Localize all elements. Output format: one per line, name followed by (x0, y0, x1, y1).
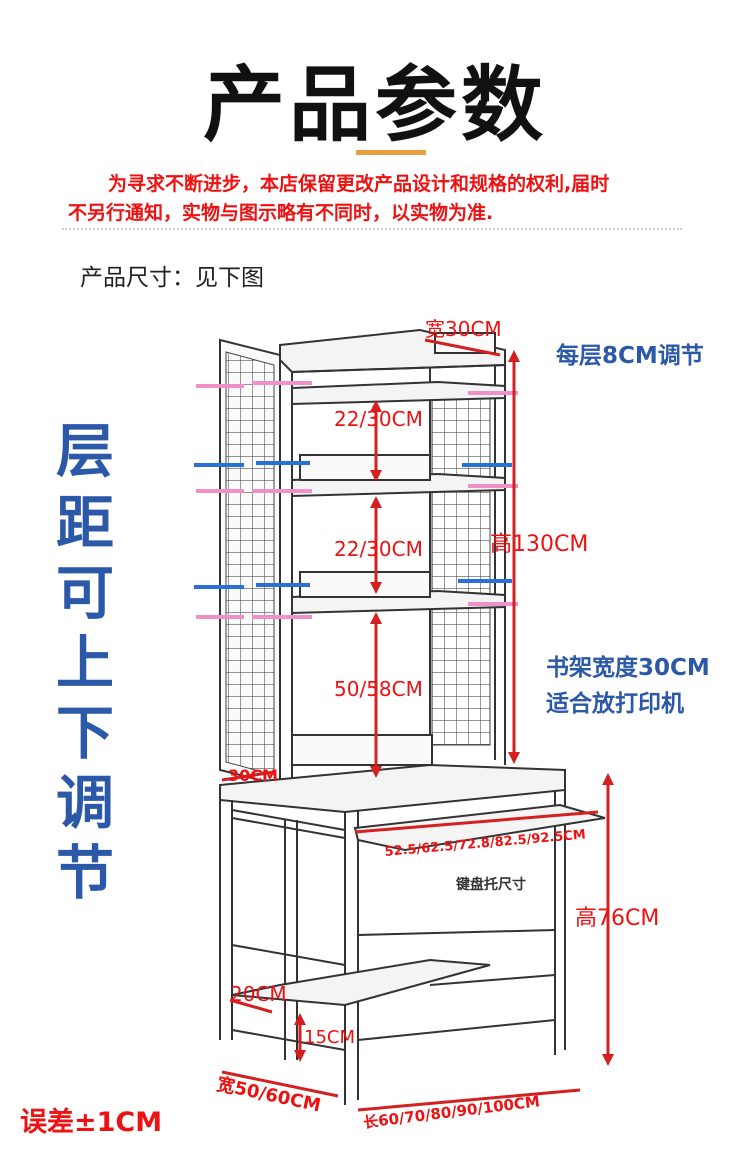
banner-char-7: 节 (55, 839, 114, 907)
height-desk-label: 高76CM (575, 906, 660, 931)
shelf-gap-3-label: 50/58CM (334, 677, 423, 701)
foot-height-label: 15CM (304, 1027, 356, 1048)
notice-line-1: 为寻求不断进步，本店保留更改产品设计和规格的权利,届时 (108, 173, 610, 195)
per-layer-note: 每层8CM调节 (556, 343, 704, 369)
divider (62, 228, 682, 230)
printer-note: 适合放打印机 (546, 691, 684, 717)
shelf-width-note: 书架宽度30CM (546, 655, 710, 681)
banner-char-3: 可 (55, 559, 114, 627)
bottom-shelf-label: 20CM (230, 982, 287, 1006)
height-upper-label: 高130CM (490, 532, 589, 557)
shelf-gap-1-label: 22/30CM (334, 407, 423, 431)
banner-char-2: 距 (55, 489, 114, 557)
banner-char-6: 调 (55, 769, 114, 837)
size-label: 产品尺寸：见下图 (80, 265, 264, 291)
bottom-shelf (231, 958, 491, 1007)
title-underline (356, 150, 426, 155)
top-width-label: 宽30CM (425, 317, 502, 341)
side-depth-label: 30CM (228, 766, 278, 785)
error-tolerance-note: 误差±1CM (20, 1107, 163, 1138)
shelf-gap-2-label: 22/30CM (334, 537, 423, 561)
page-title: 产品参数 (202, 58, 547, 153)
notice-line-2: 不另行通知，实物与图示略有不同时，以实物为准. (68, 202, 494, 224)
banner-char-4: 上 (55, 629, 114, 697)
banner-char-1: 层 (55, 417, 114, 485)
right-grid-panel (431, 394, 491, 746)
banner-char-5: 下 (55, 699, 114, 767)
keyboard-tray-label: 键盘托尺寸 (456, 877, 526, 893)
